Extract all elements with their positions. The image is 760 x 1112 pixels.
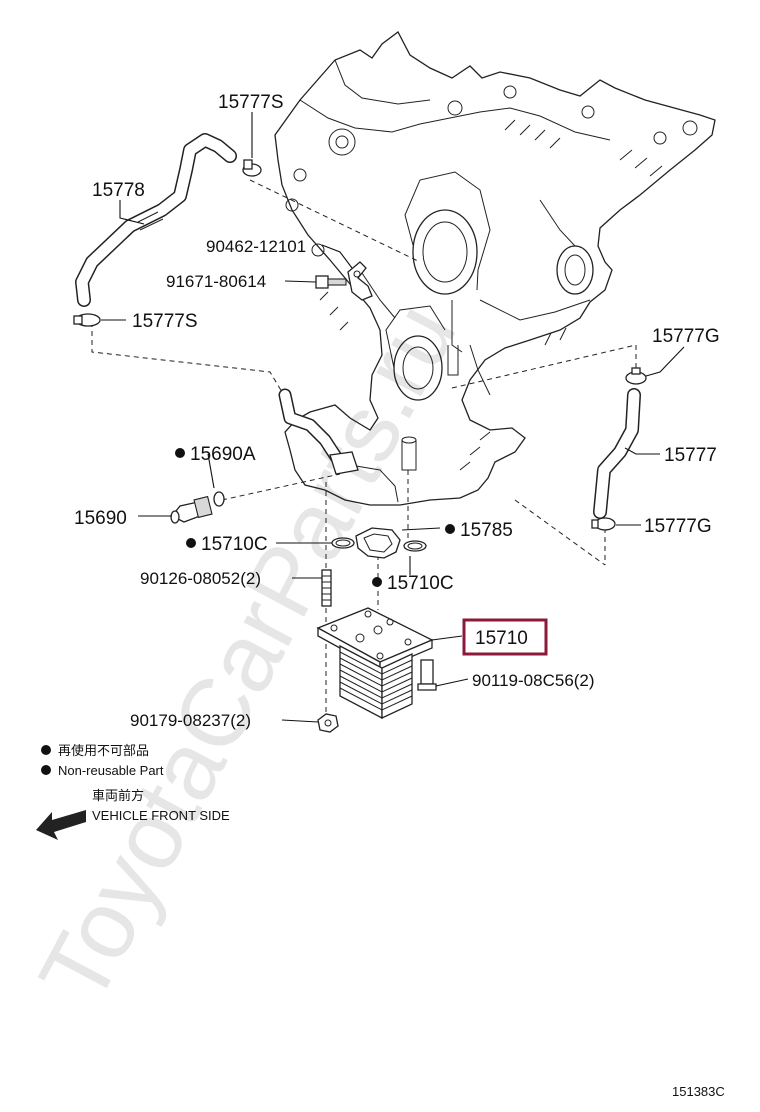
hose-center [278, 388, 359, 475]
label-15690A[interactable]: 15690A [190, 444, 256, 465]
label-15710C-left[interactable]: 15710C [201, 534, 268, 555]
hose-15777 [593, 388, 641, 519]
label-90126-08052[interactable]: 90126-08052(2) [140, 569, 261, 588]
bolt-90119-08C56 [417, 659, 437, 691]
label-90119-08C56[interactable]: 90119-08C56(2) [472, 671, 595, 690]
clamp-15777G-bottom [591, 517, 616, 531]
legend-front-jp: 車両前方 [92, 788, 144, 804]
legend-bullet [41, 745, 51, 755]
oil-pressure-switch-15690 [170, 495, 213, 524]
label-15785[interactable]: 15785 [460, 520, 513, 541]
legend-front-en: VEHICLE FRONT SIDE [92, 808, 230, 823]
nonreusable-bullet-15710C-right [372, 577, 382, 587]
label-90462-12101[interactable]: 90462-12101 [206, 237, 306, 256]
label-15778[interactable]: 15778 [92, 180, 145, 201]
nonreusable-bullet-15785 [445, 524, 455, 534]
legend: 再使用不可部品 Non-reusable Part 車両前方 VEHICLE F… [36, 743, 230, 840]
gasket-15785 [355, 527, 401, 559]
legend-bullet-2 [41, 765, 51, 775]
front-arrow-icon [36, 810, 86, 840]
part-labels: 15777S 15778 90462-12101 91671-80614 157… [74, 92, 720, 730]
clamp-15777S-bottom [73, 313, 101, 327]
label-15710C-right[interactable]: 15710C [387, 573, 454, 594]
bolt-91671-80614 [315, 275, 347, 289]
clamp-15777G-top [625, 367, 647, 385]
stud-90126-08052 [321, 569, 332, 607]
legend-nonreusable-jp: 再使用不可部品 [58, 743, 149, 759]
nonreusable-bullet-15710C-left [186, 538, 196, 548]
label-15690[interactable]: 15690 [74, 508, 127, 529]
nut-90179-08237 [317, 713, 339, 733]
oil-cooler-15710 [316, 607, 434, 720]
label-15777G-top[interactable]: 15777G [652, 326, 720, 347]
diagram-code: 151383C [672, 1084, 725, 1099]
label-90179-08237[interactable]: 90179-08237(2) [130, 711, 251, 730]
label-15777[interactable]: 15777 [664, 445, 717, 466]
gasket-15690A [213, 491, 225, 507]
label-15777G-bottom[interactable]: 15777G [644, 516, 712, 537]
clamp-15777S-top [242, 159, 262, 177]
oring-15710C-right [403, 540, 427, 552]
label-91671-80614[interactable]: 91671-80614 [166, 272, 266, 291]
leader-lines [101, 112, 685, 723]
label-15777S-bottom[interactable]: 15777S [132, 311, 198, 332]
nonreusable-bullet-15690A [175, 448, 185, 458]
timing-cover-illustration [274, 31, 716, 506]
oring-15710C-left [331, 537, 355, 549]
bracket-90462-12101 [347, 261, 373, 301]
label-15710[interactable]: 15710 [475, 628, 528, 649]
highlight-box-15710 [462, 618, 548, 656]
assembly-dashed-lines [91, 179, 637, 715]
legend-nonreusable-en: Non-reusable Part [58, 763, 164, 778]
label-15777S-top[interactable]: 15777S [218, 92, 284, 113]
hose-15778 [75, 133, 237, 307]
